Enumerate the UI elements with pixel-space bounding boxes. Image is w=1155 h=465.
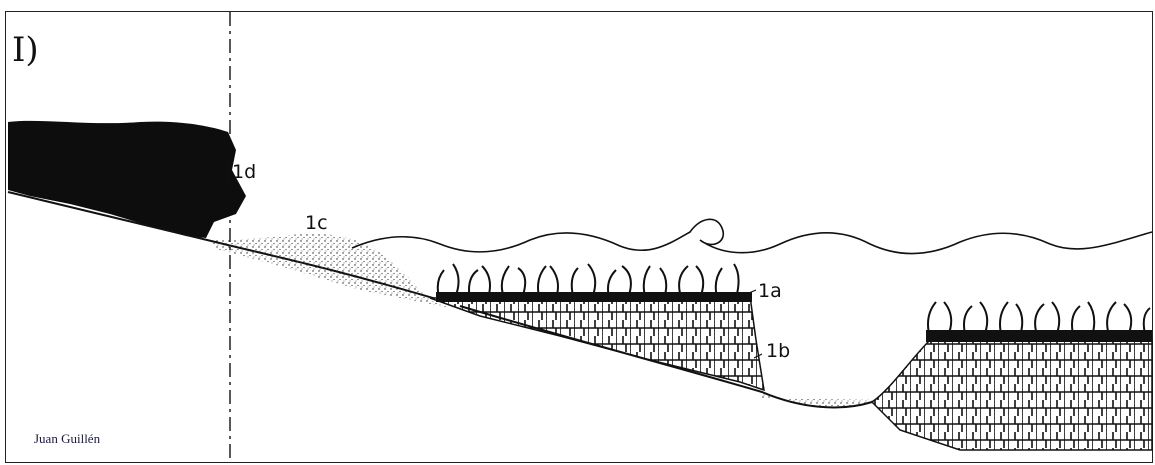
algae-base-left — [436, 292, 752, 302]
figure-number: I) — [12, 30, 39, 70]
sea-surface-wave — [352, 219, 1152, 253]
rocky-outcrop-right — [872, 340, 1152, 450]
label-1c: 1c — [305, 214, 328, 233]
author-credit: Juan Guillén — [34, 431, 100, 447]
algae-base-right — [926, 330, 1152, 342]
label-1b: 1b — [766, 342, 790, 361]
label-1d: 1d — [232, 163, 256, 182]
beach-sediment — [206, 234, 450, 308]
rocky-platform — [430, 296, 764, 390]
label-1a: 1a — [758, 282, 782, 301]
